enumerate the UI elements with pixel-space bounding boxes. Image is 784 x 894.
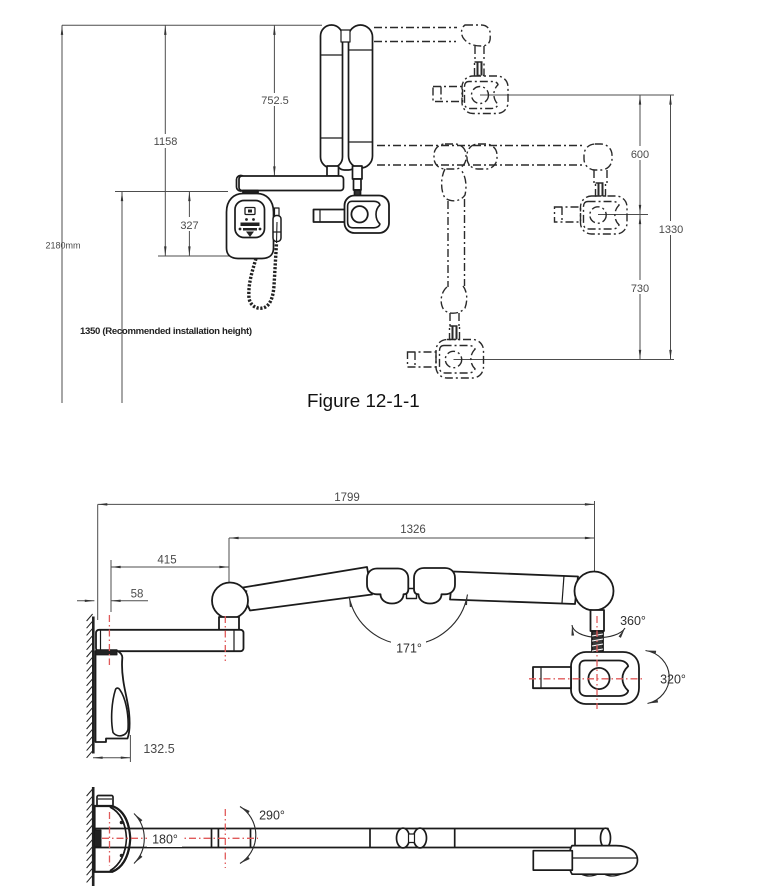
- svg-text:1799: 1799: [334, 492, 360, 504]
- svg-text:290°: 290°: [259, 809, 285, 823]
- svg-text:1350 (Recommended installation: 1350 (Recommended installation height): [80, 326, 252, 337]
- svg-text:600: 600: [631, 149, 649, 161]
- svg-text:327: 327: [180, 220, 198, 232]
- svg-text:1158: 1158: [154, 136, 178, 148]
- svg-text:2180mm: 2180mm: [45, 241, 80, 251]
- svg-text:730: 730: [631, 283, 649, 295]
- svg-text:320°: 320°: [660, 673, 686, 687]
- svg-text:171°: 171°: [396, 642, 422, 656]
- svg-text:415: 415: [157, 555, 176, 567]
- svg-text:132.5: 132.5: [143, 742, 174, 756]
- svg-text:752.5: 752.5: [261, 95, 289, 107]
- svg-text:Figure 12-1-1: Figure 12-1-1: [307, 390, 420, 411]
- svg-text:360°: 360°: [620, 614, 646, 628]
- svg-text:58: 58: [131, 589, 144, 601]
- svg-text:1330: 1330: [659, 224, 683, 236]
- svg-text:180°: 180°: [152, 833, 178, 847]
- svg-text:1326: 1326: [400, 524, 426, 536]
